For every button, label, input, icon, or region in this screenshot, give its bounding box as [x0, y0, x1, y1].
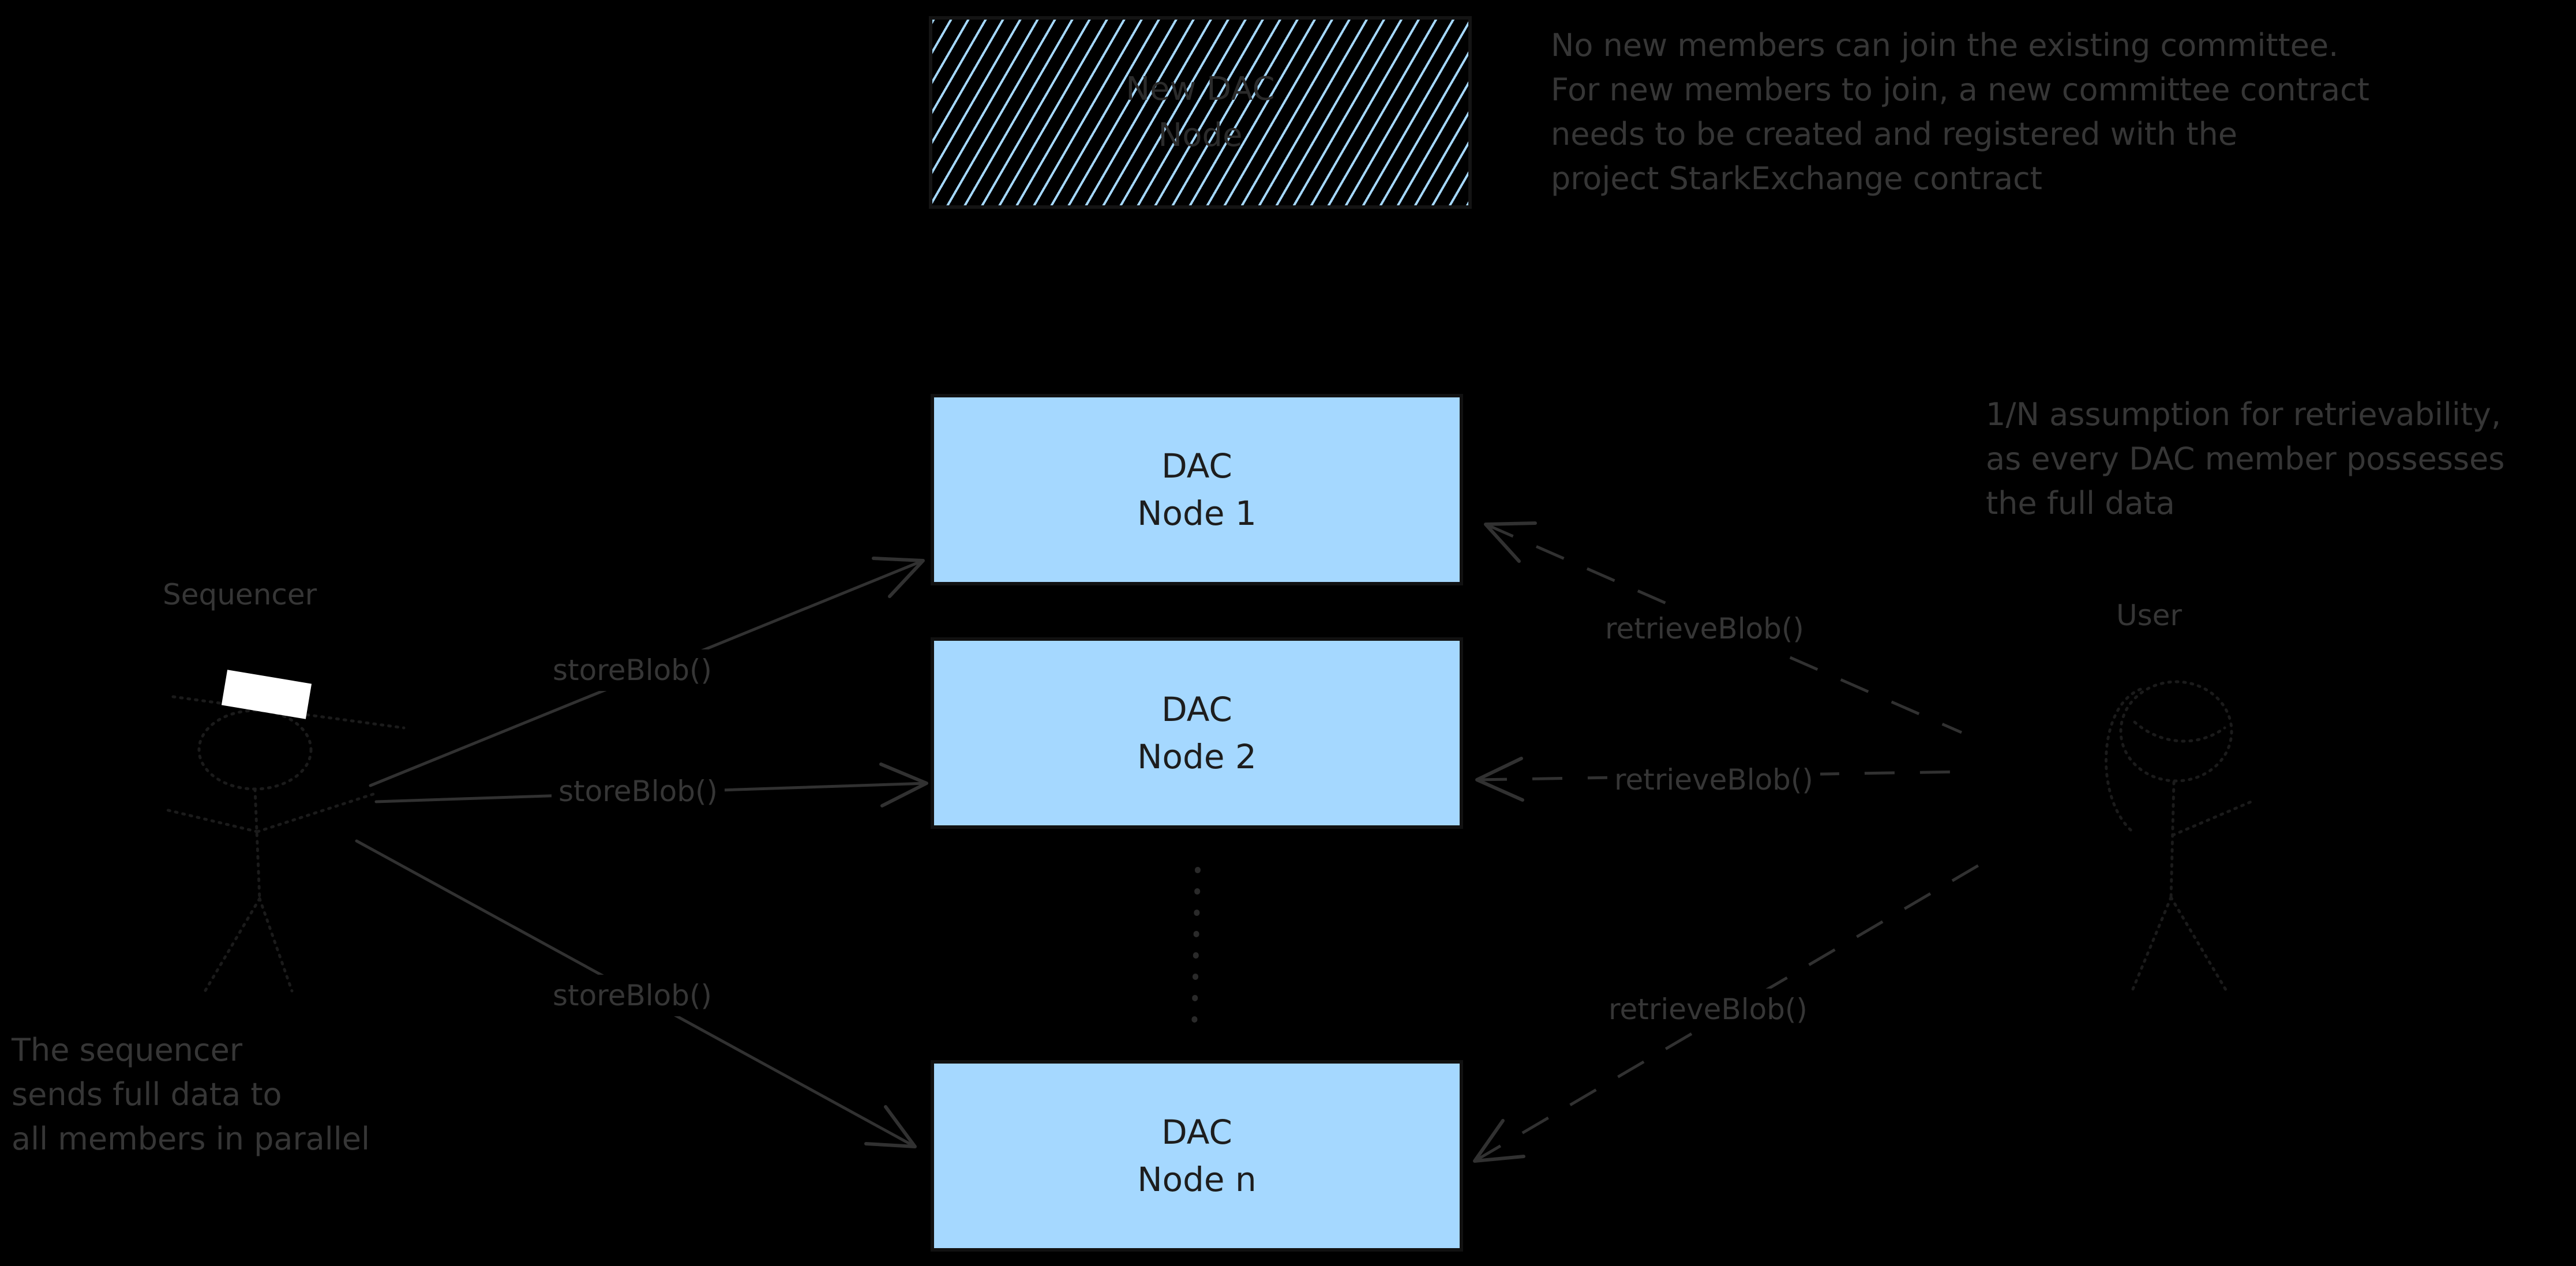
store-blob-label-3: storeBlob() — [546, 975, 719, 1016]
sequencer-head — [197, 709, 313, 791]
sequencer-label: Sequencer — [163, 578, 317, 611]
user-fringe — [2133, 720, 2226, 743]
dac-node-n-box: DAC Node n — [931, 1060, 1463, 1252]
sequencer-figure — [164, 695, 406, 996]
dac-node-n-subtitle: Node n — [1137, 1160, 1257, 1199]
dac-node-2-subtitle: Node 2 — [1137, 737, 1257, 776]
new-dac-node-box: New DAC Node — [929, 16, 1472, 209]
user-body — [2169, 780, 2176, 899]
dac-node-1-box: DAC Node 1 — [931, 394, 1463, 585]
sequencer-hat-brim — [171, 695, 406, 730]
dac-node-1-subtitle: Node 1 — [1137, 494, 1257, 533]
user-arm — [2171, 800, 2253, 837]
store-blob-arrows — [355, 557, 928, 1148]
store-blob-label-2: storeBlob() — [552, 771, 725, 812]
sequencer-left-arm — [164, 808, 259, 833]
retrieve-blob-label-1: retrieveBlob() — [1598, 608, 1811, 649]
retrievability-annotation: 1/N assumption for retrievability, as ev… — [1986, 396, 2505, 521]
store-blob-label-1: storeBlob() — [546, 649, 719, 691]
user-label: User — [2116, 599, 2182, 632]
store-blob-arrowhead-3 — [864, 1105, 917, 1148]
node-ellipsis-connector — [1191, 867, 1201, 1034]
user-figure — [2104, 680, 2253, 995]
store-blob-arrowhead-2 — [879, 762, 928, 807]
dac-node-2-box: DAC Node 2 — [931, 637, 1463, 829]
dac-node-n-title: DAC — [1161, 1113, 1232, 1152]
parallel-annotation: The sequencer sends full data to all mem… — [12, 1032, 370, 1157]
sequencer-left-leg — [201, 897, 261, 996]
user-head — [2119, 680, 2233, 783]
retrieve-blob-label-2: retrieveBlob() — [1607, 759, 1820, 801]
dac-node-1-title: DAC — [1161, 446, 1232, 486]
store-blob-arrowhead-1 — [872, 557, 925, 598]
retrieve-blob-arrowhead-1 — [1484, 521, 1537, 563]
sequencer-right-arm — [256, 791, 380, 833]
retrieve-blob-arrowhead-2 — [1475, 757, 1524, 802]
user-hair — [2104, 688, 2142, 835]
dac-node-2-title: DAC — [1161, 690, 1232, 729]
sequencer-right-leg — [258, 897, 294, 993]
user-left-leg — [2129, 896, 2173, 995]
sequencer-hat-icon — [221, 670, 312, 719]
sequencer-body — [253, 787, 261, 900]
committee-annotation: No new members can join the existing com… — [1551, 27, 2369, 197]
retrieve-blob-label-3: retrieveBlob() — [1602, 989, 1814, 1030]
retrieve-blob-arrowhead-3 — [1473, 1119, 1525, 1163]
user-right-leg — [2169, 896, 2228, 991]
new-dac-node-label: New DAC Node — [1126, 70, 1275, 154]
